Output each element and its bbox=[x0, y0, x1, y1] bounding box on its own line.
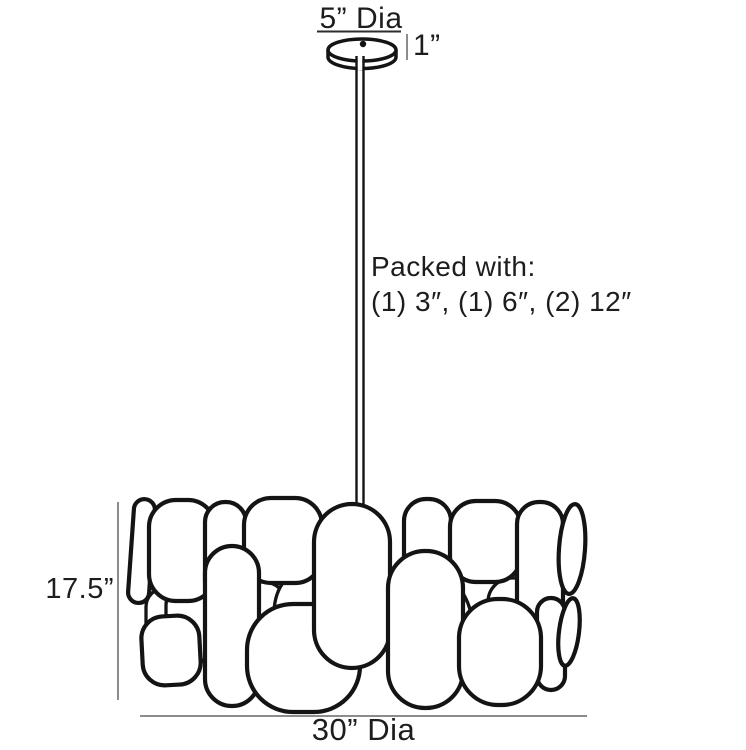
stem-over-canopy bbox=[355, 56, 365, 70]
fixture-diameter-label: 30” Dia bbox=[311, 712, 416, 747]
canopy-height-label: 1” bbox=[413, 29, 441, 62]
stem-drawing bbox=[355, 58, 365, 506]
fixture-height-label: 17.5” bbox=[45, 573, 114, 605]
dimension-lines bbox=[117, 30, 587, 717]
packed-with-items: (1) 3″, (1) 6″, (2) 12″ bbox=[371, 286, 632, 317]
canopy-screw-dot bbox=[359, 40, 367, 48]
shade-drawing bbox=[126, 495, 588, 715]
packed-with-title: Packed with: bbox=[371, 251, 536, 282]
shade-front-pebbles bbox=[139, 501, 544, 715]
canopy-diameter-label: 5” Dia bbox=[319, 2, 403, 35]
